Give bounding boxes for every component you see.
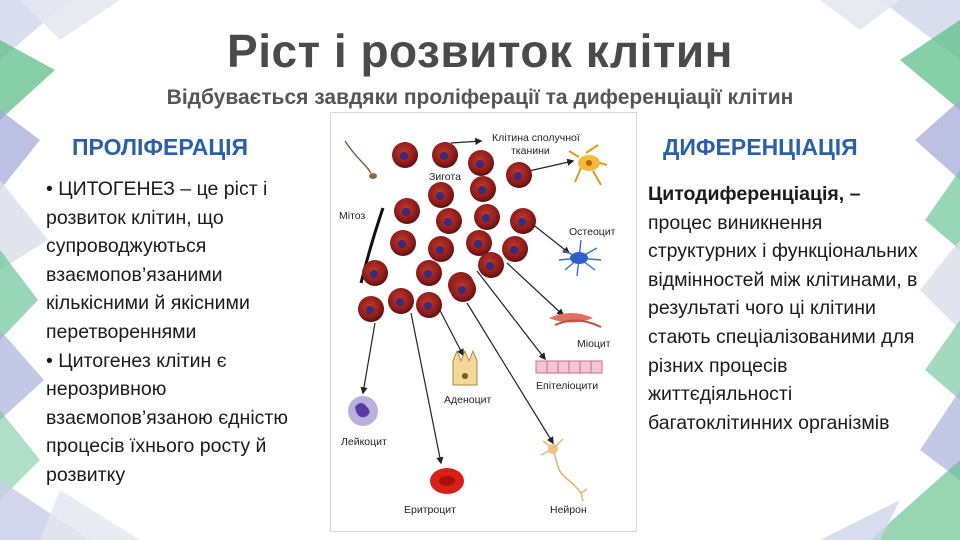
stem-cell bbox=[468, 150, 494, 176]
lineage-arrow bbox=[450, 137, 483, 145]
lineage-arrow bbox=[528, 158, 575, 172]
stem-cell bbox=[394, 198, 420, 224]
neuron-icon bbox=[540, 438, 588, 502]
stem-cell bbox=[474, 204, 500, 230]
proliferation-bullet-2: • Цитогенез клітин є нерозривною взаємоп… bbox=[46, 349, 288, 486]
stem-cell bbox=[450, 276, 476, 302]
lineage-arrow bbox=[530, 222, 571, 254]
differentiation-heading: ДИФЕРЕНЦІАЦІЯ bbox=[663, 134, 858, 160]
stem-cells-group bbox=[358, 142, 536, 322]
sperm-icon bbox=[344, 140, 372, 174]
differentiation-text: Цитодиференціація, – процес виникнення с… bbox=[648, 180, 918, 437]
sperm-head-icon bbox=[369, 173, 377, 179]
neuron-label: Нейрон bbox=[550, 504, 587, 516]
stem-cell bbox=[436, 208, 462, 234]
osteocyte-label: Остеоцит bbox=[569, 226, 616, 238]
stem-cell bbox=[506, 162, 532, 188]
mitosis-label: Мітоз bbox=[339, 210, 365, 222]
stem-cell bbox=[416, 292, 442, 318]
myocyte-label: Міоцит bbox=[577, 338, 611, 350]
erythrocyte-icon bbox=[430, 468, 464, 494]
stem-cell bbox=[428, 236, 454, 262]
erythrocyte-label: Еритроцит bbox=[404, 504, 456, 516]
proliferation-bullet-1: • ЦИТОГЕНЕЗ – це ріст і розвиток клітин,… bbox=[46, 178, 268, 343]
differentiation-term: Цитодиференціація, – bbox=[648, 183, 861, 205]
stem-cell bbox=[502, 236, 528, 262]
differentiation-definition: процес виникнення структурних і функціон… bbox=[648, 211, 918, 434]
zygote-label: Зигота bbox=[429, 171, 461, 183]
lineage-arrow bbox=[410, 312, 444, 465]
stem-cell bbox=[392, 142, 418, 168]
slide-title: Ріст і розвиток клітин bbox=[227, 25, 733, 77]
stem-cell bbox=[478, 252, 504, 278]
leukocyte-label: Лейкоцит bbox=[341, 436, 387, 448]
adenocyte-label: Аденоцит bbox=[444, 394, 491, 406]
stem-cell bbox=[416, 260, 442, 286]
lineage-arrow bbox=[476, 270, 546, 361]
lineage-arrow bbox=[466, 302, 554, 445]
stem-cell bbox=[466, 230, 492, 256]
osteocyte-icon bbox=[558, 239, 602, 277]
stem-cell bbox=[388, 288, 414, 314]
connective-cell-label-line2: тканини bbox=[511, 145, 550, 157]
epitheliocytes-label: Епітеліоцити bbox=[536, 380, 598, 392]
myocyte-icon bbox=[549, 313, 602, 328]
stem-cell bbox=[510, 208, 536, 234]
cell-differentiation-diagram: Зигота Мітоз Клітина сполучної тканини О… bbox=[330, 112, 637, 532]
proliferation-text: • ЦИТОГЕНЕЗ – це ріст і розвиток клітин,… bbox=[46, 175, 326, 490]
lineage-arrows bbox=[360, 137, 575, 465]
stem-cell bbox=[390, 230, 416, 256]
lineage-arrow bbox=[506, 262, 565, 316]
stem-cell bbox=[432, 142, 458, 168]
stem-cell bbox=[362, 260, 388, 286]
epitheliocytes-icon bbox=[535, 360, 603, 374]
stem-cell bbox=[428, 182, 454, 208]
adenocyte-icon bbox=[452, 349, 478, 386]
diagram-canvas: Зигота Мітоз Клітина сполучної тканини О… bbox=[339, 132, 616, 516]
connective-cell-icon bbox=[568, 144, 608, 186]
slide-subtitle: Відбувається завдяки проліферації та диф… bbox=[166, 86, 794, 109]
connective-cell-label-line1: Клітина сполучної bbox=[492, 132, 580, 144]
stem-cell bbox=[470, 176, 496, 202]
leukocyte-icon bbox=[348, 396, 378, 426]
stem-cell bbox=[358, 296, 384, 322]
lineage-arrow bbox=[360, 322, 376, 395]
proliferation-heading: ПРОЛІФЕРАЦІЯ bbox=[72, 134, 249, 160]
